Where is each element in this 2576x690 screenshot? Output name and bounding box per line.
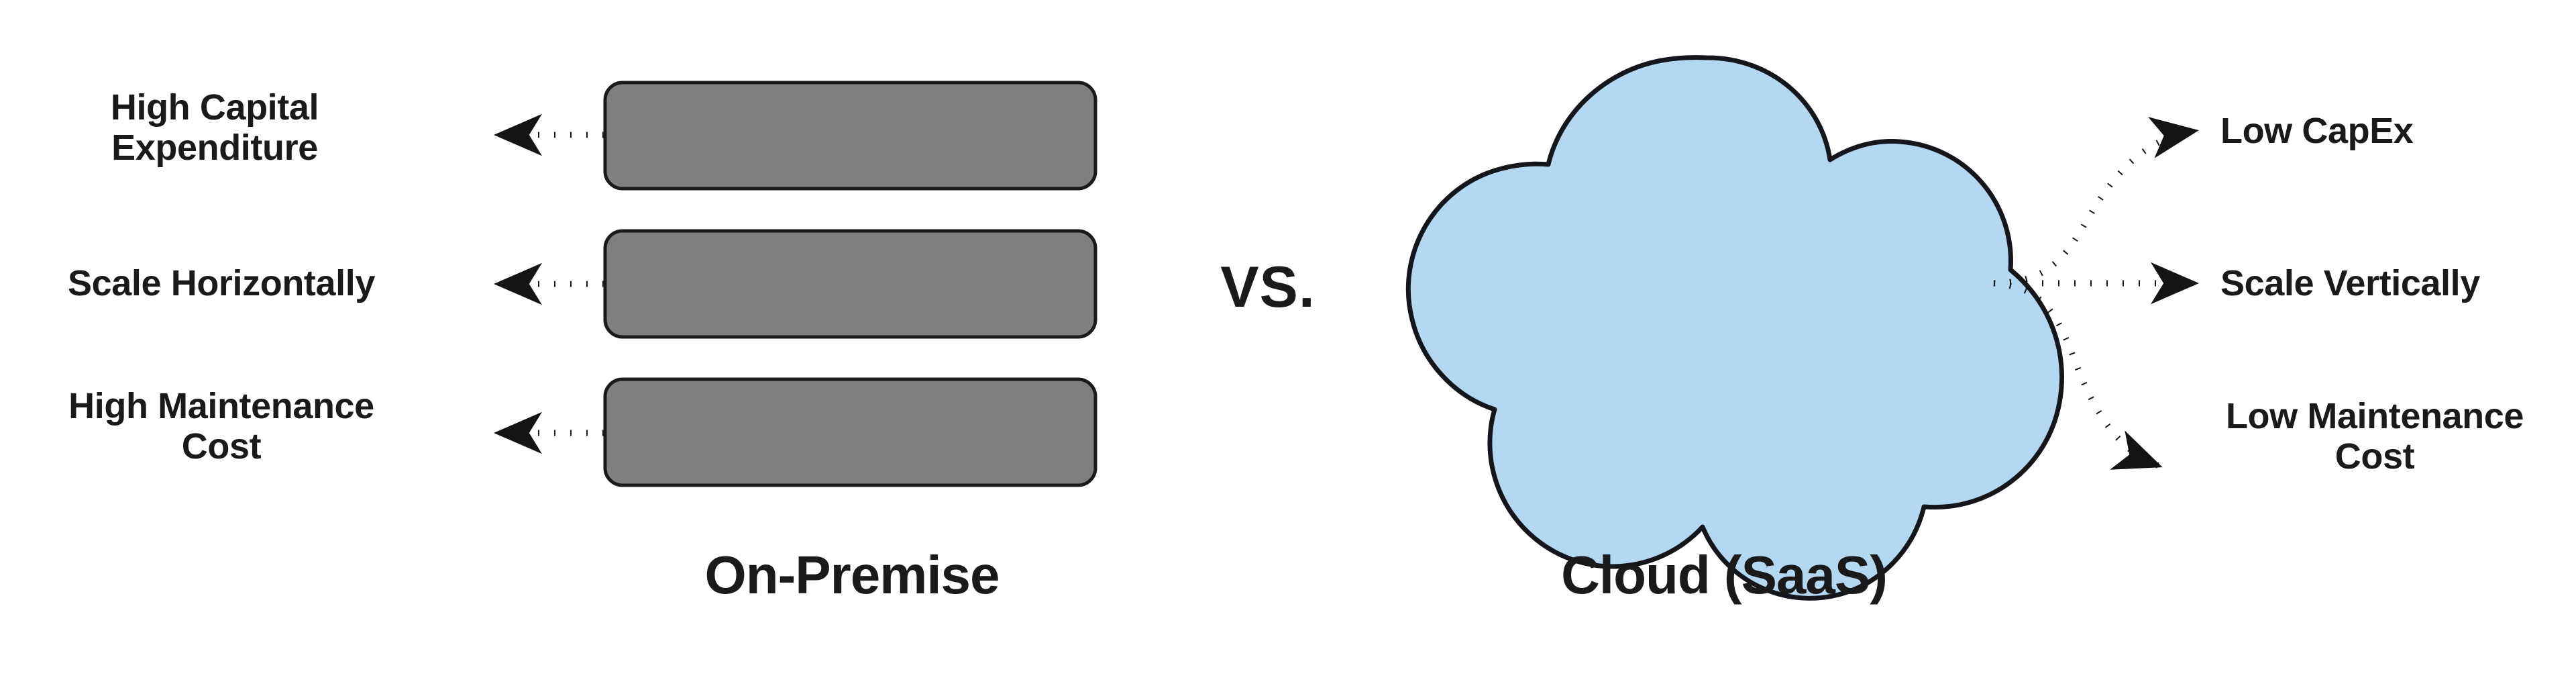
cloud-icon bbox=[1405, 55, 2064, 601]
arrow-low-capex-icon bbox=[1993, 117, 2199, 287]
onpremise-server-box-2 bbox=[603, 229, 1097, 339]
onpremise-server-stack bbox=[603, 81, 1097, 487]
onpremise-feature-label-high-capital-expenditure: High Capital Expenditure bbox=[110, 87, 319, 168]
versus-separator: VS. bbox=[1220, 255, 1316, 319]
onpremise-server-box-1 bbox=[603, 81, 1097, 191]
cloud-feature-label-low-capex: Low CapEx bbox=[2220, 111, 2414, 151]
onpremise-arrows bbox=[494, 113, 604, 454]
cloud-arrows bbox=[1993, 117, 2199, 470]
onpremise-feature-label-scale-horizontally: Scale Horizontally bbox=[68, 263, 375, 303]
cloud-title: Cloud (SaaS) bbox=[1561, 545, 1888, 605]
onpremise-server-box-3 bbox=[603, 377, 1097, 487]
cloud-feature-label-low-maintenance-cost: Low Maintenance Cost bbox=[2225, 396, 2524, 477]
onpremise-title: On-Premise bbox=[704, 545, 1000, 605]
cloud-feature-label-scale-vertically: Scale Vertically bbox=[2220, 263, 2480, 303]
cloud-shape bbox=[1405, 55, 2064, 601]
onpremise-feature-label-high-maintenance-cost: High Maintenance Cost bbox=[68, 386, 374, 467]
